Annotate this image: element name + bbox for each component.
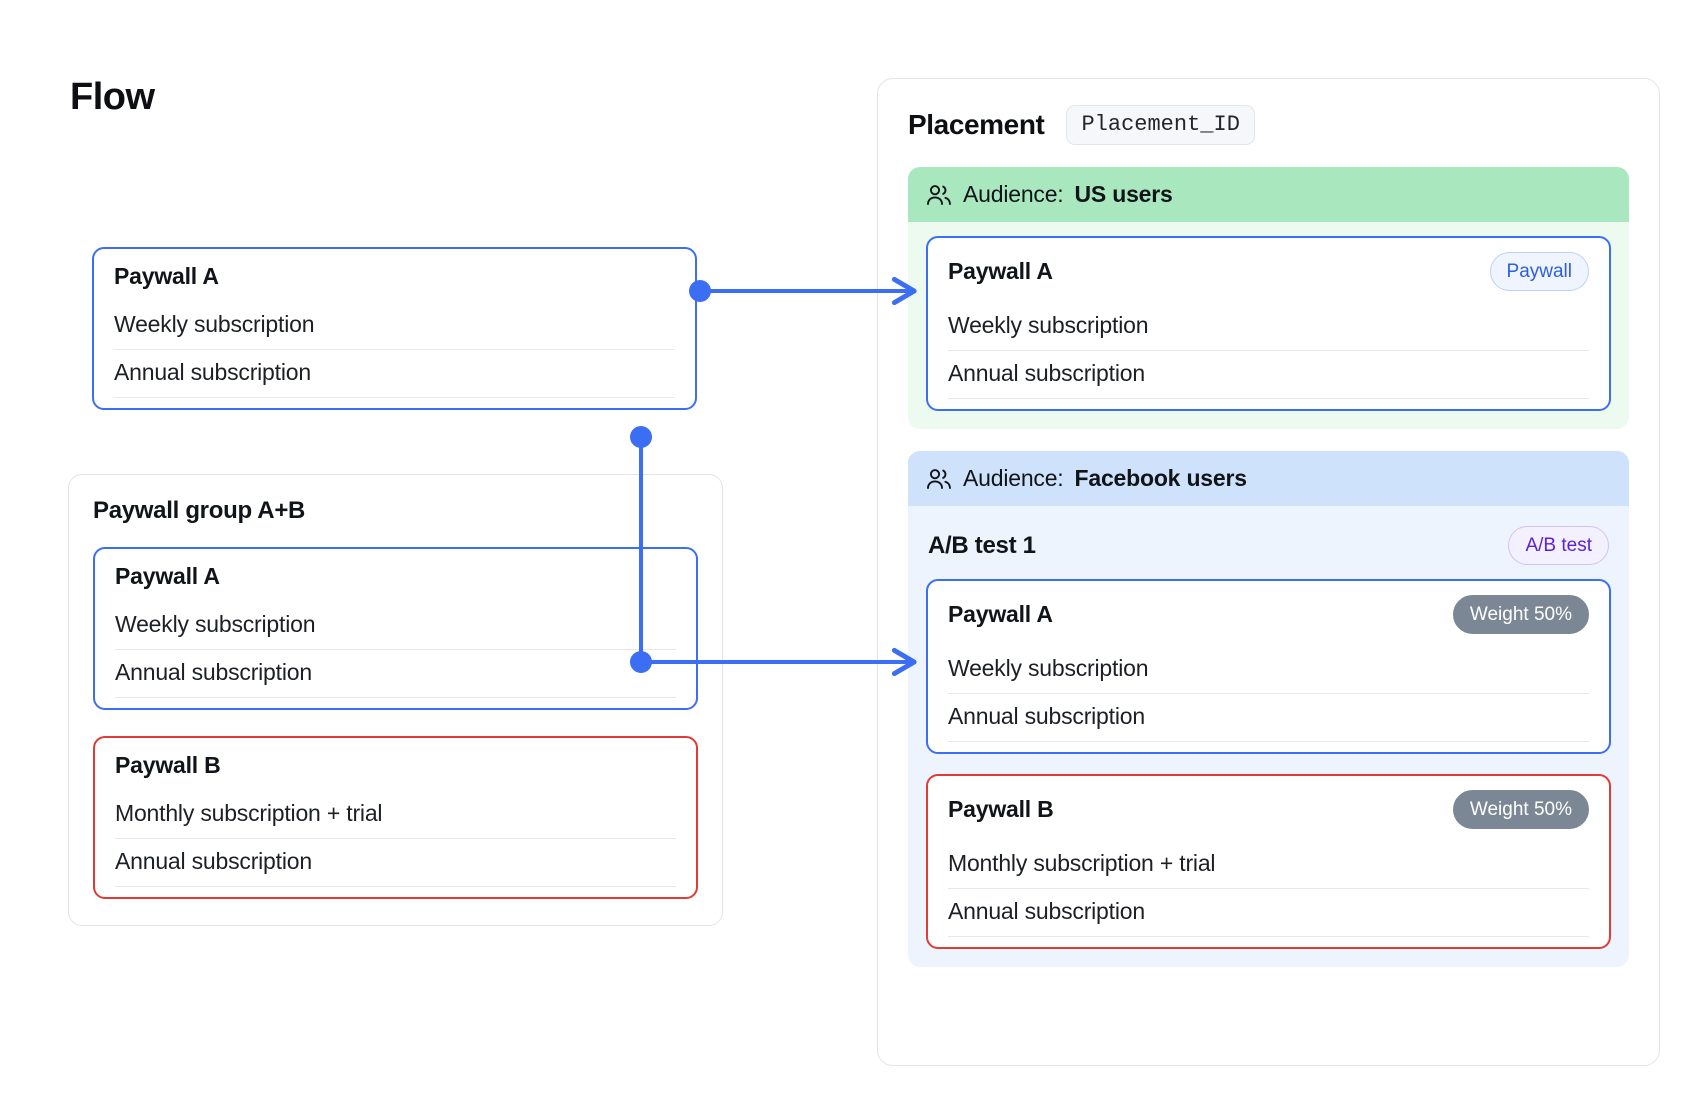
paywall-card-group-a[interactable]: Paywall A Weekly subscription Annual sub… <box>93 547 698 710</box>
paywall-card-header: Paywall B <box>115 752 676 791</box>
placement-header: Placement Placement_ID <box>908 105 1629 167</box>
page-title: Flow <box>70 76 155 118</box>
people-icon <box>926 468 952 490</box>
paywall-card-title: Paywall B <box>115 752 221 778</box>
paywall-card-ab-paywall-a[interactable]: Paywall A Weight 50% Weekly subscription… <box>926 579 1611 754</box>
paywall-product-row[interactable]: Annual subscription <box>114 350 675 398</box>
audience-name: Facebook users <box>1074 465 1248 491</box>
paywall-weight-badge[interactable]: Weight 50% <box>1452 790 1589 829</box>
paywall-card-header: Paywall A Paywall <box>948 252 1589 303</box>
audience-header-us-users[interactable]: Audience: US users <box>908 167 1629 222</box>
paywall-card-title: Paywall B <box>948 796 1054 822</box>
paywall-product-row[interactable]: Weekly subscription <box>114 302 675 350</box>
paywall-product-row[interactable]: Weekly subscription <box>948 646 1589 694</box>
paywall-card-ab-paywall-b[interactable]: Paywall B Weight 50% Monthly subscriptio… <box>926 774 1611 949</box>
paywall-weight-badge[interactable]: Weight 50% <box>1452 595 1589 634</box>
audience-header-facebook-users[interactable]: Audience: Facebook users <box>908 451 1629 506</box>
paywall-card-title: Paywall A <box>948 258 1053 284</box>
paywall-card-header: Paywall A Weight 50% <box>948 595 1589 646</box>
abtest-title: A/B test 1 <box>928 531 1036 559</box>
audience-block-us-users: Audience: US users Paywall A Paywall Wee… <box>908 167 1629 429</box>
audience-label: Audience: <box>963 181 1064 207</box>
paywall-card-title: Paywall A <box>115 563 220 589</box>
paywall-card-header: Paywall A <box>115 563 676 602</box>
paywall-card-us-paywall-a[interactable]: Paywall A Paywall Weekly subscription An… <box>926 236 1611 411</box>
paywall-product-row[interactable]: Annual subscription <box>948 351 1589 399</box>
paywall-card-header: Paywall A <box>114 263 675 302</box>
paywall-product-row[interactable]: Monthly subscription + trial <box>115 791 676 839</box>
paywall-product-row[interactable]: Weekly subscription <box>115 602 676 650</box>
audience-body-facebook-users: A/B test 1 A/B test Paywall A Weight 50%… <box>908 506 1629 967</box>
paywall-group-container[interactable]: Paywall group A+B Paywall A Weekly subsc… <box>68 474 723 926</box>
paywall-card-title: Paywall A <box>114 263 219 289</box>
paywall-card-header: Paywall B Weight 50% <box>948 790 1589 841</box>
abtest-header: A/B test 1 A/B test <box>926 520 1611 579</box>
paywall-type-badge[interactable]: Paywall <box>1489 252 1589 291</box>
paywall-product-row[interactable]: Annual subscription <box>948 694 1589 742</box>
paywall-product-row[interactable]: Annual subscription <box>948 889 1589 937</box>
audience-label: Audience: <box>963 465 1064 491</box>
paywall-group-title: Paywall group A+B <box>93 497 306 524</box>
paywall-product-row[interactable]: Weekly subscription <box>948 303 1589 351</box>
paywall-card-group-b[interactable]: Paywall B Monthly subscription + trial A… <box>93 736 698 899</box>
abtest-type-badge[interactable]: A/B test <box>1508 526 1609 565</box>
audience-block-facebook-users: Audience: Facebook users A/B test 1 A/B … <box>908 451 1629 967</box>
paywall-card-title: Paywall A <box>948 601 1053 627</box>
people-icon <box>926 184 952 206</box>
paywall-product-row[interactable]: Annual subscription <box>115 839 676 887</box>
paywall-product-row[interactable]: Annual subscription <box>115 650 676 698</box>
paywall-card-standalone-a[interactable]: Paywall A Weekly subscription Annual sub… <box>92 247 697 410</box>
placement-panel: Placement Placement_ID Audience: US user… <box>877 78 1660 1066</box>
connector-dot-standalone-bottom <box>630 426 652 448</box>
placement-id-badge[interactable]: Placement_ID <box>1066 105 1255 145</box>
paywall-product-row[interactable]: Monthly subscription + trial <box>948 841 1589 889</box>
placement-title: Placement <box>908 109 1045 140</box>
audience-body-us-users: Paywall A Paywall Weekly subscription An… <box>908 222 1629 429</box>
audience-name: US users <box>1074 181 1173 207</box>
